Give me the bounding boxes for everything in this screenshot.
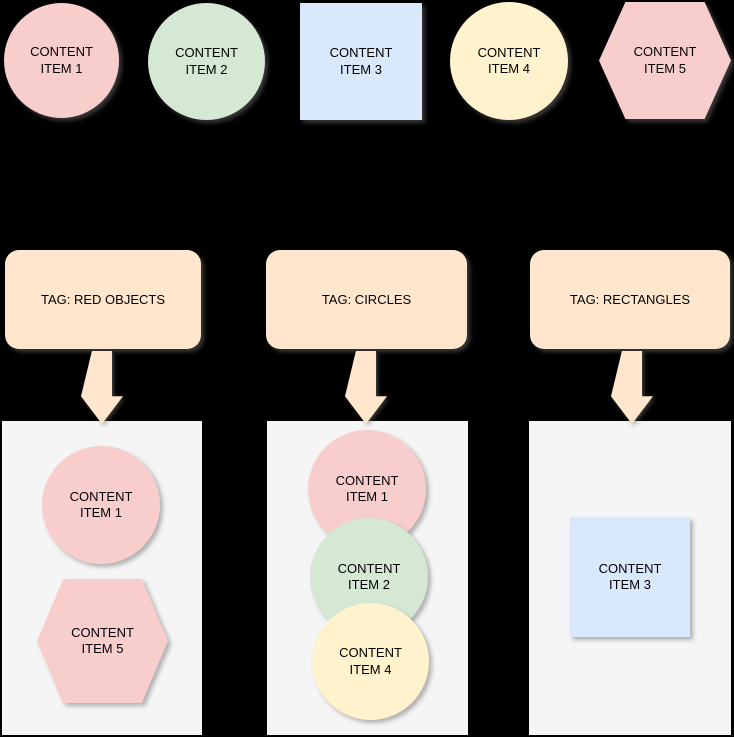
tag-rectangles: TAG: RECTANGLES <box>530 250 730 349</box>
grouped-content-item-3-square: CONTENT ITEM 3 <box>570 517 690 637</box>
grouped-content-item-1-circle: CONTENT ITEM 1 <box>42 446 160 564</box>
content-item-3-square: CONTENT ITEM 3 <box>300 3 422 120</box>
down-arrow-icon <box>81 351 123 424</box>
tag-label: TAG: CIRCLES <box>321 292 412 307</box>
shape-label: CONTENT ITEM 1 <box>335 472 399 504</box>
tag-red-objects: TAG: RED OBJECTS <box>5 250 201 349</box>
hexagon-shape: CONTENT ITEM 5 <box>37 579 168 703</box>
shape-label: CONTENT ITEM 2 <box>175 45 238 77</box>
shape-label: CONTENT ITEM 4 <box>339 645 402 677</box>
grouped-content-item-4-circle: CONTENT ITEM 4 <box>312 603 429 720</box>
shape-label: CONTENT ITEM 3 <box>329 45 393 77</box>
shape-label: CONTENT ITEM 1 <box>30 44 93 76</box>
tag-label: TAG: RED OBJECTS <box>41 292 165 307</box>
down-arrow-rectangles <box>611 351 653 424</box>
content-item-1-circle: CONTENT ITEM 1 <box>4 3 119 118</box>
shape-label: CONTENT ITEM 5 <box>71 624 134 656</box>
tag-label: TAG: RECTANGLES <box>569 292 691 307</box>
shape-label: CONTENT ITEM 5 <box>633 44 697 76</box>
shape-label: CONTENT ITEM 1 <box>69 488 133 520</box>
down-arrow-circles <box>345 351 387 424</box>
grouped-content-item-5-hexagon: CONTENT ITEM 5 <box>37 579 168 703</box>
shape-label: CONTENT ITEM 3 <box>598 560 662 592</box>
shape-label: CONTENT ITEM 2 <box>337 560 401 592</box>
hexagon-shape: CONTENT ITEM 5 <box>599 2 731 119</box>
group-container-red-objects: CONTENT ITEM 1 CONTENT ITEM 5 <box>2 421 202 735</box>
tag-circles: TAG: CIRCLES <box>266 250 467 349</box>
down-arrow-icon <box>345 351 387 424</box>
group-container-rectangles: CONTENT ITEM 3 <box>529 421 731 735</box>
content-item-5-hexagon: CONTENT ITEM 5 <box>599 2 731 119</box>
content-item-2-circle: CONTENT ITEM 2 <box>148 3 265 120</box>
down-arrow-icon <box>611 351 653 424</box>
shape-label: CONTENT ITEM 4 <box>477 44 541 76</box>
group-container-circles: CONTENT ITEM 1 CONTENT ITEM 2 CONTENT IT… <box>267 421 468 735</box>
down-arrow-red-objects <box>81 351 123 424</box>
content-item-4-circle: CONTENT ITEM 4 <box>450 2 568 120</box>
